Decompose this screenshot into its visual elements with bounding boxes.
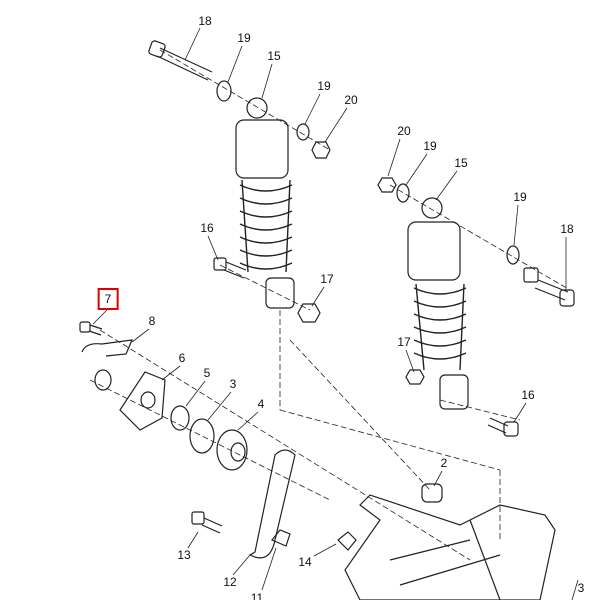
nut-20b: [377, 177, 397, 193]
collar-5: [170, 405, 190, 431]
bolt-18-right: [523, 267, 575, 307]
clip-11: [271, 529, 291, 547]
clamp-14: [337, 531, 357, 551]
alignment-lines: [89, 49, 571, 561]
washer-19: [216, 80, 232, 102]
bolt-7: [79, 321, 103, 336]
callout-8: 8: [148, 314, 156, 328]
collar-2: [421, 483, 443, 503]
swingarm-ribs: [389, 519, 501, 600]
callout-19: 19: [237, 31, 251, 45]
callout-15: 15: [454, 156, 468, 170]
callout-20: 20: [397, 124, 411, 138]
callout-2: 2: [440, 456, 448, 470]
nut-17b: [405, 369, 425, 385]
shock-absorber-right: [407, 197, 469, 410]
callout-3: 3: [577, 581, 585, 595]
washer-19d: [506, 245, 520, 265]
callout-17: 17: [320, 272, 334, 286]
callout-19: 19: [513, 190, 527, 204]
callout-6: 6: [178, 351, 186, 365]
nut-20: [311, 141, 331, 159]
swingarm: [344, 494, 556, 600]
bracket-8: [81, 339, 133, 357]
callout-3: 3: [229, 377, 237, 391]
relay-arm-12: [248, 449, 296, 559]
plate-6: [119, 371, 166, 431]
bolt-13: [191, 511, 223, 534]
bolt-18-upper: [148, 40, 213, 81]
callout-19: 19: [317, 79, 331, 93]
washer-19c: [396, 183, 410, 203]
leader-lines: [92, 27, 579, 600]
nut-17: [297, 303, 321, 323]
bolt-16-right: [487, 417, 519, 437]
collar: [94, 369, 112, 391]
callout-18: 18: [560, 222, 574, 236]
plate-6-hole: [140, 391, 156, 409]
callout-12: 12: [223, 575, 237, 589]
oil-seal-3: [189, 418, 215, 454]
callout-16: 16: [200, 221, 214, 235]
callout-19: 19: [423, 139, 437, 153]
callout-5: 5: [203, 366, 211, 380]
bearing-4-inner: [230, 442, 246, 462]
callout-17: 17: [397, 335, 411, 349]
washer-19b: [296, 123, 310, 141]
callout-4: 4: [257, 397, 265, 411]
callout-7-highlighted[interactable]: 7: [97, 288, 119, 310]
callout-13: 13: [177, 548, 191, 562]
callout-18: 18: [198, 14, 212, 28]
callout-14: 14: [298, 555, 312, 569]
callout-11: 11: [250, 591, 264, 600]
bolt-16-left: [213, 257, 247, 279]
callout-16: 16: [521, 388, 535, 402]
callout-15: 15: [267, 49, 281, 63]
callout-20: 20: [344, 93, 358, 107]
shock-absorber-left: [235, 97, 295, 309]
bearing-4: [216, 429, 248, 471]
